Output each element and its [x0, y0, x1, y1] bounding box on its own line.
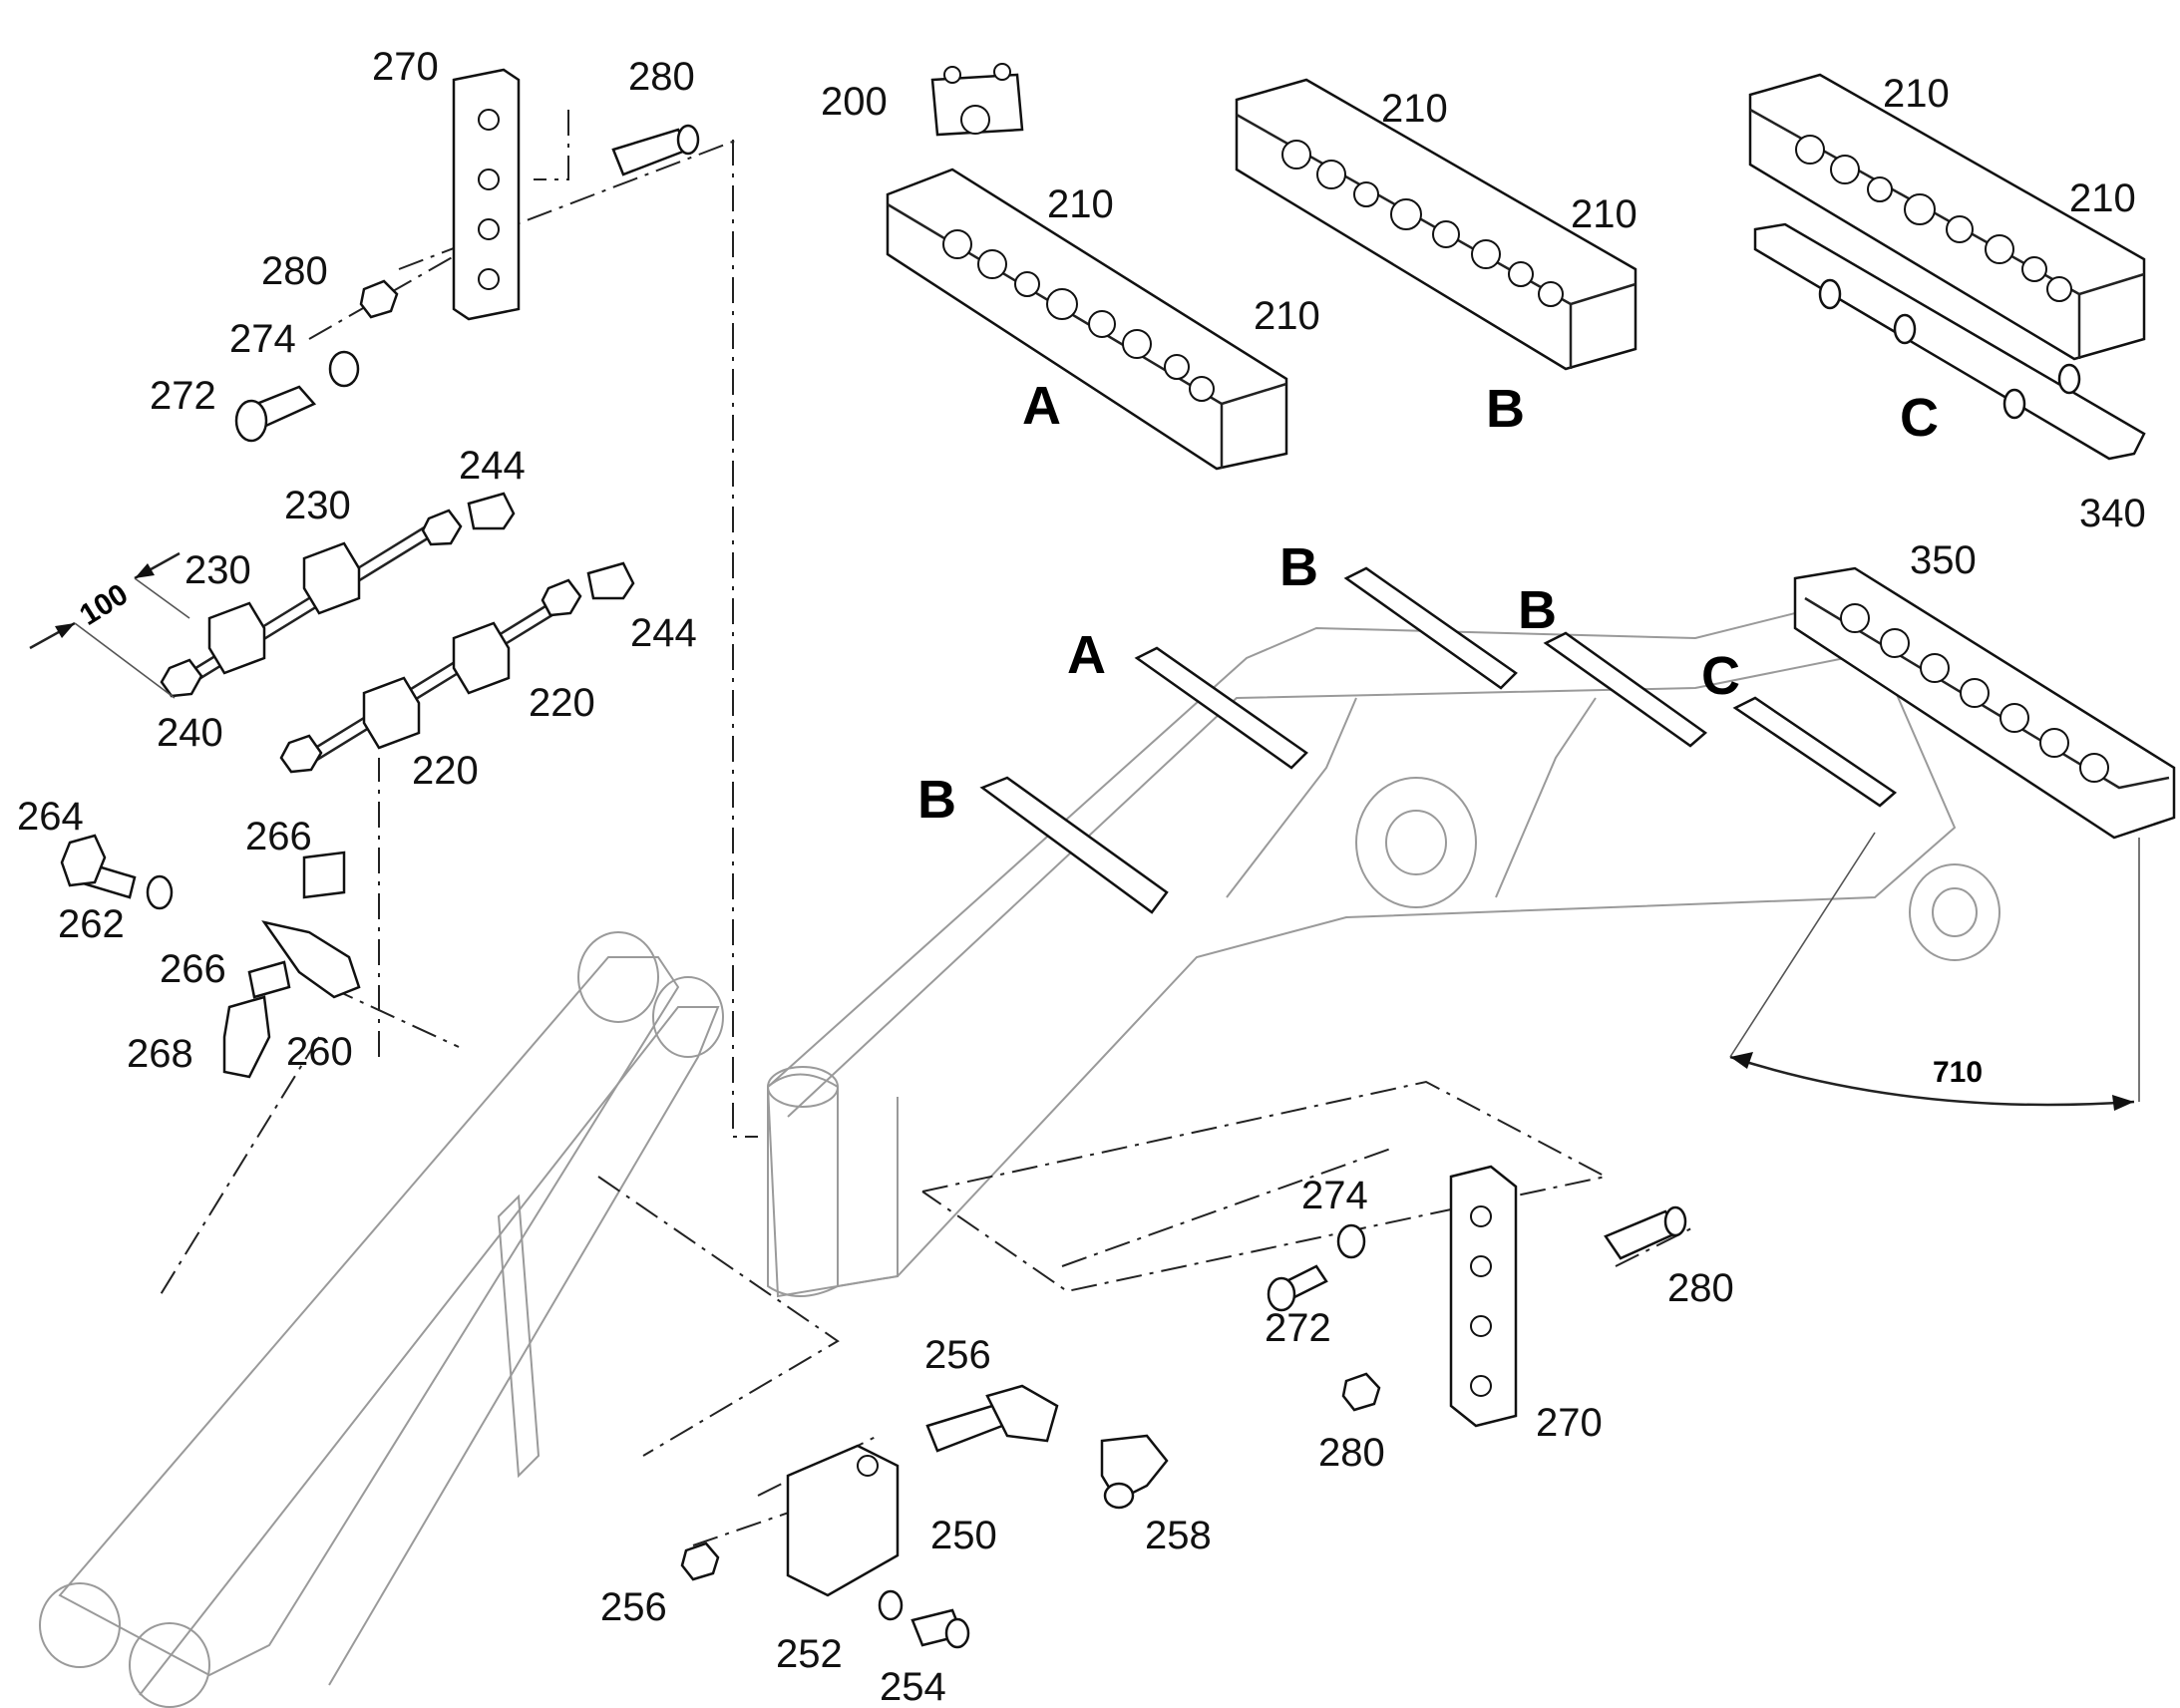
callout-350: 350: [1910, 538, 1977, 582]
callout-256: 256: [924, 1333, 991, 1377]
callout-210: 210: [1047, 182, 1114, 226]
variant-label-a: A: [1022, 376, 1061, 436]
fitting-266-lower: [247, 960, 291, 999]
washer-274-top: [328, 350, 360, 388]
nut-280-top: [359, 279, 399, 319]
bracket-260: [261, 920, 361, 999]
plate-270-bottomright: [1449, 1165, 1518, 1428]
callout-270: 270: [372, 45, 439, 89]
bolt-264: [60, 834, 137, 899]
callout-200: 200: [821, 80, 888, 124]
lower-boom-outline: [39, 931, 724, 1708]
dimension-100-label: 100: [74, 577, 134, 632]
callout-220: 220: [529, 681, 595, 725]
callout-268: 268: [127, 1032, 193, 1076]
washer-274-br: [1336, 1223, 1366, 1259]
callout-264: 264: [17, 795, 84, 839]
dimension-710-label: 710: [1933, 1056, 1983, 1089]
bolt-254: [910, 1608, 970, 1649]
clamp-200: [930, 63, 1024, 137]
nut-256: [680, 1541, 720, 1581]
callout-210: 210: [1571, 192, 1637, 236]
callout-280: 280: [1318, 1431, 1385, 1475]
callout-250: 250: [930, 1514, 997, 1557]
mounted-carriers: [979, 566, 1898, 914]
rail-340: [1753, 222, 2146, 461]
variant-label-b: B: [1486, 379, 1525, 439]
callout-210: 210: [1883, 72, 1950, 116]
bolt-272-top: [234, 385, 317, 443]
elbow-258: [1100, 1434, 1169, 1510]
variant-label-a-boom: A: [1067, 625, 1106, 685]
dimension-100-arrows: [29, 551, 190, 699]
callout-252: 252: [776, 1632, 843, 1676]
callout-260: 260: [286, 1030, 353, 1074]
callout-244: 244: [459, 444, 526, 488]
callout-240: 240: [157, 711, 223, 755]
callout-280: 280: [628, 55, 695, 99]
fitting-266-upper: [302, 851, 346, 899]
callout-220: 220: [412, 749, 479, 793]
callout-210: 210: [1381, 87, 1448, 131]
variant-label-b-boom: B: [1279, 537, 1318, 597]
bolt-272-br: [1267, 1264, 1328, 1312]
carrier-variant-a: [886, 168, 1288, 471]
callout-266: 266: [160, 947, 226, 991]
callout-274: 274: [1301, 1174, 1368, 1217]
callout-244: 244: [630, 611, 697, 655]
carrier-350: [1793, 566, 2176, 840]
callout-340: 340: [2079, 492, 2146, 535]
callout-210: 210: [2069, 176, 2136, 220]
plate-270-topleft: [452, 68, 521, 321]
elbow-268: [222, 995, 271, 1079]
nut-280-br: [1341, 1372, 1381, 1412]
callout-254: 254: [880, 1665, 946, 1708]
bracket-250: [786, 1444, 900, 1597]
main-boom-outline: [766, 596, 2000, 1298]
fitting-280-br: [1604, 1205, 1687, 1260]
part-callouts: 270 280 280 274 272 230 244 230 244 220 …: [17, 45, 2146, 1708]
callout-210: 210: [1254, 294, 1320, 338]
variant-label-c: C: [1900, 388, 1939, 448]
clamp-rod-upper: [160, 492, 516, 698]
carrier-variant-c: [1748, 73, 2146, 361]
variant-label-c-boom: C: [1701, 646, 1740, 706]
variant-label-b-boom: B: [1518, 580, 1557, 640]
fitting-256-elbow: [925, 1384, 1059, 1453]
callout-262: 262: [58, 902, 125, 946]
callout-258: 258: [1145, 1514, 1212, 1557]
callout-270: 270: [1536, 1401, 1603, 1445]
callout-280: 280: [261, 249, 328, 293]
dimension-labels: 100 710: [74, 577, 1983, 1089]
dimension-710: [1729, 832, 2140, 1111]
callout-274: 274: [229, 317, 296, 361]
washer-262: [146, 874, 174, 910]
callout-230: 230: [184, 548, 251, 592]
callout-272: 272: [1265, 1306, 1331, 1350]
variant-letters: A B C A B B B C: [917, 376, 1939, 830]
washer-252: [878, 1589, 904, 1621]
variant-label-b-boom: B: [917, 770, 956, 830]
callout-280: 280: [1667, 1266, 1734, 1310]
callout-266: 266: [245, 815, 312, 858]
clamp-rod-lower: [279, 561, 635, 774]
fitting-280-top: [611, 124, 700, 176]
carrier-variant-b: [1235, 78, 1637, 371]
callout-272: 272: [150, 374, 216, 418]
callout-256: 256: [600, 1585, 667, 1629]
callout-230: 230: [284, 484, 351, 527]
